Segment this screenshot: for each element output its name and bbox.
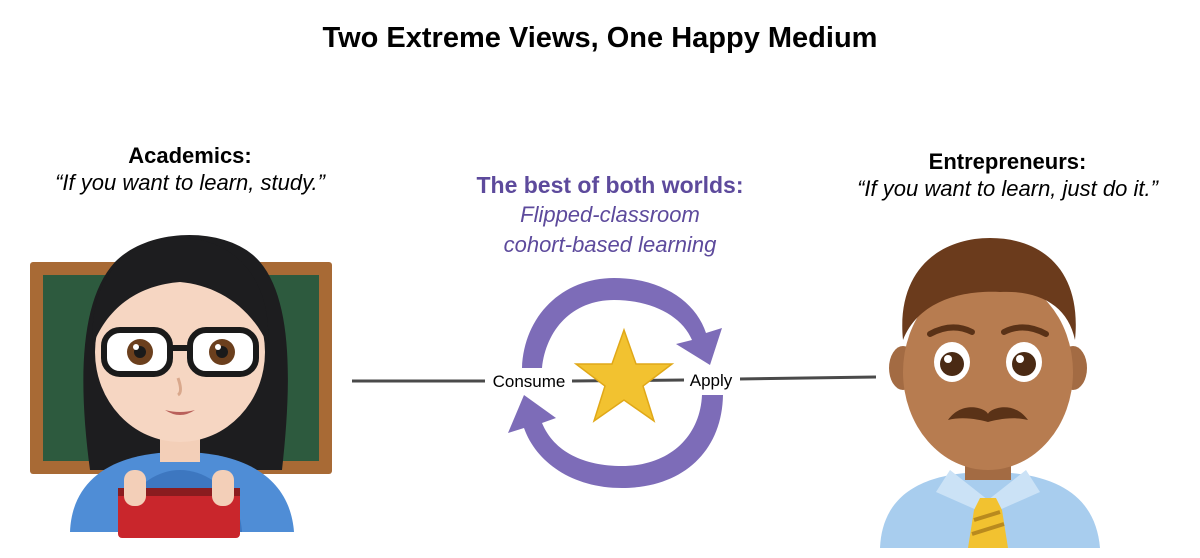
entrepreneurs-label: Entrepreneurs: bbox=[928, 149, 1087, 174]
page-title: Two Extreme Views, One Happy Medium bbox=[322, 22, 878, 54]
tie-icon bbox=[968, 498, 1008, 548]
businessman-emoji-icon bbox=[880, 238, 1100, 548]
book-icon bbox=[118, 488, 240, 538]
hair-bangs bbox=[92, 238, 269, 345]
collar bbox=[936, 470, 1040, 515]
mouth bbox=[165, 410, 195, 415]
apply-label: Apply bbox=[690, 371, 733, 390]
mustache bbox=[948, 407, 1028, 422]
bottom-cycle-arrow-icon bbox=[508, 395, 723, 488]
academics-quote: “If you want to learn, study.” bbox=[55, 170, 325, 195]
center-caption: The best of both worlds: Flipped-classro… bbox=[420, 170, 800, 260]
center-line-2: cohort-based learning bbox=[503, 232, 717, 257]
cycle-arrows bbox=[508, 278, 723, 488]
consume-label: Consume bbox=[493, 372, 566, 391]
center-heading: The best of both worlds: bbox=[476, 172, 744, 198]
top-cycle-arrow-icon bbox=[522, 278, 722, 368]
center-line-1: Flipped-classroom bbox=[520, 202, 700, 227]
entrepreneurs-caption: Entrepreneurs: “If you want to learn, ju… bbox=[815, 148, 1200, 202]
entrepreneurs-quote: “If you want to learn, just do it.” bbox=[857, 176, 1158, 201]
academics-caption: Academics: “If you want to learn, study.… bbox=[20, 142, 360, 196]
hair bbox=[902, 238, 1076, 340]
face bbox=[903, 274, 1073, 470]
right-connector-line bbox=[737, 375, 877, 381]
face bbox=[95, 262, 265, 442]
academics-label: Academics: bbox=[128, 143, 252, 168]
teacher-emoji-icon bbox=[30, 235, 332, 538]
star-icon bbox=[573, 327, 675, 423]
